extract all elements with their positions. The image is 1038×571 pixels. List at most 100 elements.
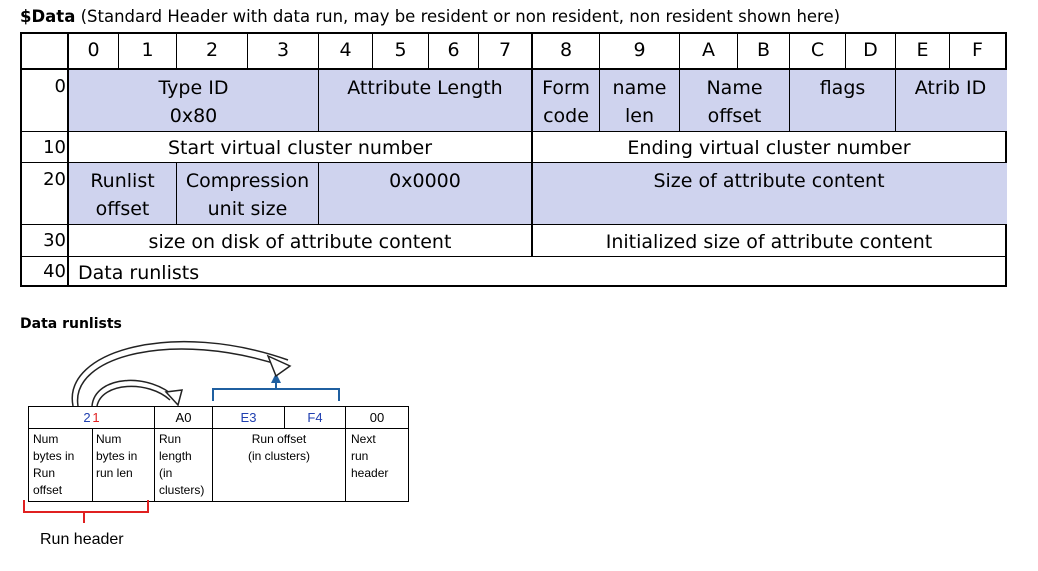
desc-next-run: Next run header: [351, 431, 388, 482]
initialized-size-label: Initialized size of attribute content: [605, 231, 933, 253]
desc-line: bytes in: [33, 449, 75, 463]
desc-line: length: [159, 449, 192, 463]
vline: [949, 34, 950, 68]
desc-line: offset: [33, 483, 63, 497]
col-header: 5: [394, 39, 407, 61]
form-code-label-2: code: [543, 105, 589, 127]
row-label: 30: [43, 230, 66, 251]
vline: [679, 34, 680, 131]
vline: [318, 68, 319, 131]
desc-run-offset: Run offset (in clusters): [213, 431, 345, 465]
caption-bold: $Data: [20, 7, 76, 26]
compression-label: Compression: [185, 170, 310, 192]
runlist-table: 2 1 A0 E3 F4 00 Num bytes in Run offset …: [28, 406, 409, 502]
bracket-arrowhead: [271, 373, 281, 383]
atrib-id-label: Atrib ID: [914, 77, 987, 99]
run-length-byte: A0: [175, 410, 192, 425]
desc-line: run: [351, 449, 369, 463]
run-offset-byte-1: E3: [240, 410, 257, 425]
end-vcn-label: Ending virtual cluster number: [627, 137, 911, 159]
row-label: 10: [43, 137, 66, 158]
vline: [478, 34, 479, 68]
vline: [176, 162, 177, 224]
desc-line: Num: [33, 432, 59, 446]
desc-num-bytes-offset: Num bytes in Run offset: [33, 431, 74, 499]
col-header: 1: [141, 39, 154, 61]
vline: [895, 34, 896, 131]
run-offset-bracket: [212, 388, 340, 401]
desc-line: header: [351, 466, 389, 480]
length-arrowhead: [164, 389, 184, 407]
length-size-arrow-inner: [96, 385, 171, 407]
band-row-0: [69, 70, 1007, 131]
hline: [22, 162, 1005, 163]
vline: [428, 34, 429, 68]
name-offset-label: Name: [706, 77, 763, 99]
name-offset-label-2: offset: [707, 105, 762, 127]
zero-padding-value: 0x0000: [389, 170, 461, 192]
vline: [845, 34, 846, 68]
col-header: 7: [498, 39, 512, 61]
run-header-bracket: [23, 500, 149, 513]
diagram-caption: $Data (Standard Header with data run, ma…: [20, 7, 840, 26]
type-id-label: Type ID: [158, 77, 229, 99]
attribute-header-table: 0 1 2 3 4 5 6 7 8 9 A B C D E F 0 10 20 …: [20, 32, 1007, 287]
vline: [247, 34, 248, 68]
offset-size-arrow-outer: [71, 340, 289, 407]
desc-line: (in clusters): [247, 449, 310, 463]
band-row-20: [69, 163, 1007, 224]
data-runlists-label: Data runlists: [78, 262, 200, 284]
hline: [29, 428, 408, 429]
col-header: D: [863, 39, 878, 61]
run-offset-byte-2: F4: [307, 410, 323, 425]
vline: [118, 34, 119, 68]
vline: [789, 34, 790, 131]
attribute-length-label: Attribute Length: [347, 77, 503, 99]
col-header: 9: [633, 39, 646, 61]
desc-num-bytes-len: Num bytes in run len: [96, 431, 137, 482]
length-size-arrow: [91, 379, 177, 407]
vline: [212, 407, 213, 501]
runlist-offset-label: Runlist: [90, 170, 155, 192]
start-vcn-label: Start virtual cluster number: [167, 137, 433, 159]
row-label: 40: [43, 261, 66, 282]
run-header-high-nibble: 2: [83, 410, 91, 425]
caption-text: (Standard Header with data run, may be r…: [80, 7, 841, 26]
offset-size-arrow: [76, 348, 283, 407]
vline: [531, 34, 533, 256]
vline: [737, 34, 738, 68]
form-code-label: Form: [542, 77, 590, 99]
col-header: 0: [87, 39, 100, 61]
desc-line: Run: [159, 432, 182, 446]
vline: [284, 407, 285, 428]
hline: [22, 256, 1005, 257]
vline: [318, 34, 319, 68]
vline: [154, 407, 155, 501]
name-len-label: name: [612, 77, 667, 99]
col-header: 3: [276, 39, 290, 61]
col-header: 8: [559, 39, 573, 61]
name-len-label-2: len: [624, 105, 654, 127]
runlist-offset-label-2: offset: [95, 198, 150, 220]
attribute-size-label: Size of attribute content: [653, 170, 885, 192]
col-header: C: [810, 39, 825, 61]
col-header: E: [916, 39, 929, 61]
vline: [176, 34, 177, 68]
vline: [599, 34, 600, 131]
col-header: 4: [339, 39, 352, 61]
col-header: F: [972, 39, 983, 61]
desc-line: run len: [96, 466, 133, 480]
row-label: 0: [54, 76, 66, 97]
flags-label: flags: [819, 77, 866, 99]
desc-line: (in: [159, 466, 173, 480]
vline: [318, 162, 319, 224]
compression-label-2: unit size: [207, 198, 288, 220]
offset-arrowhead: [266, 354, 292, 378]
next-run-byte: 00: [369, 410, 385, 425]
run-header-low-nibble: 1: [92, 410, 100, 425]
desc-line: Next: [351, 432, 376, 446]
runlist-section-title: Data runlists: [20, 316, 122, 332]
desc-line: Run: [33, 466, 56, 480]
col-header: 2: [205, 39, 219, 61]
